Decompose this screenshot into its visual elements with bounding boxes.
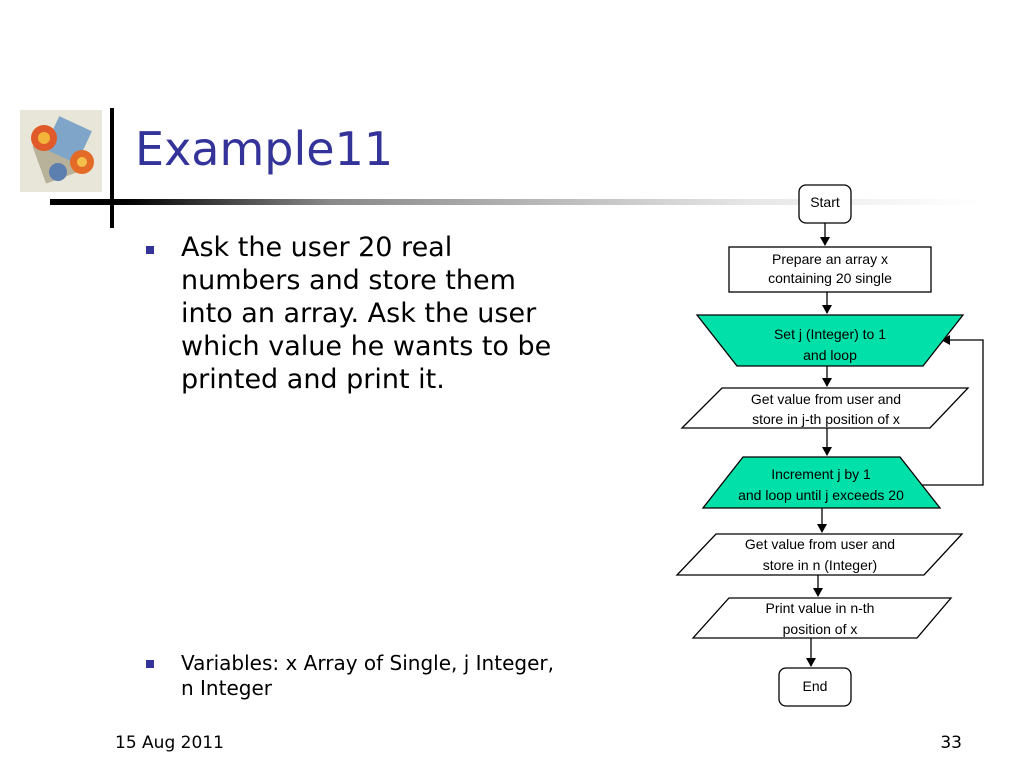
- flow-loop-end-node: Increment j by 1 and loop until j exceed…: [701, 456, 942, 509]
- flow-loop-start-line1: Set j (Integer) to 1: [774, 326, 886, 342]
- title-vertical-rule: [110, 108, 114, 228]
- bullet-marker: [146, 246, 154, 254]
- title-underline-rule: [50, 199, 980, 205]
- flow-get-x-node: Get value from user and store in j-th po…: [680, 387, 970, 429]
- slide-title: Example11: [135, 122, 394, 176]
- bullet-variables-text: Variables: x Array of Single, j Integer,…: [181, 651, 554, 700]
- flow-prepare-line2: containing 20 single: [768, 270, 892, 286]
- bullet-marker: [146, 660, 154, 668]
- bullet-task: Ask the user 20 real numbers and store t…: [146, 231, 566, 396]
- connector-loop-back: [920, 335, 984, 486]
- flow-loop-end-line1: Increment j by 1: [771, 466, 871, 482]
- page-number: 33: [940, 733, 962, 753]
- flow-end-node: End: [778, 667, 852, 707]
- bullet-task-text: Ask the user 20 real numbers and store t…: [181, 232, 552, 395]
- flow-loop-start-node: Set j (Integer) to 1 and loop: [695, 314, 965, 367]
- flow-print-line1: Print value in n-th: [766, 600, 875, 616]
- flow-print-line2: position of x: [783, 621, 858, 637]
- flow-get-x-line1: Get value from user and: [751, 391, 901, 407]
- flow-end-label: End: [803, 678, 828, 694]
- flow-loop-start-line2: and loop: [803, 347, 857, 363]
- logo-image: [20, 110, 102, 192]
- flow-start-label: Start: [810, 194, 840, 210]
- flow-get-n-node: Get value from user and store in n (Inte…: [675, 533, 964, 576]
- flow-print-node: Print value in n-th position of x: [691, 597, 953, 639]
- flow-get-x-line2: store in j-th position of x: [752, 411, 900, 427]
- footer-date: 15 Aug 2011: [115, 733, 224, 753]
- bullet-variables: Variables: x Array of Single, j Integer,…: [146, 651, 566, 701]
- flow-prepare-node: Prepare an array x containing 20 single: [728, 246, 932, 293]
- flow-get-n-line2: store in n (Integer): [763, 557, 877, 573]
- flow-start-node: Start: [798, 184, 852, 224]
- flow-prepare-line1: Prepare an array x: [772, 251, 888, 267]
- flow-loop-end-line2: and loop until j exceeds 20: [738, 487, 904, 503]
- flow-get-n-line1: Get value from user and: [745, 536, 895, 552]
